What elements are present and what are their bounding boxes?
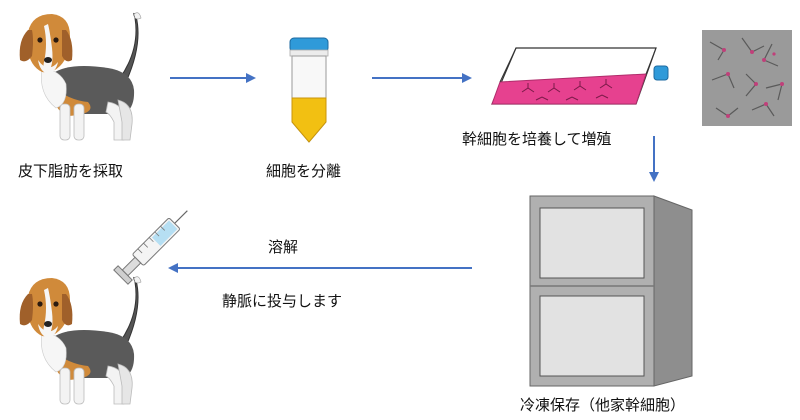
arrow-harvest-to-separate xyxy=(170,73,256,83)
dog-recipient-icon xyxy=(19,276,142,405)
syringe-icon xyxy=(113,210,188,285)
step-separate-label: 細胞を分離 xyxy=(266,162,342,180)
arrow-separate-to-culture xyxy=(372,73,472,83)
cell-micrograph-image xyxy=(702,30,792,126)
arrow-freeze-to-administer xyxy=(168,263,472,273)
step-thaw-label: 溶解 xyxy=(268,238,299,256)
centrifuge-tube-icon xyxy=(289,37,329,143)
step-freeze-label: 冷凍保存（他家幹細胞） xyxy=(520,396,686,414)
step-culture-label: 幹細胞を培養して増殖 xyxy=(462,130,612,148)
arrow-culture-to-freeze xyxy=(649,136,659,182)
dog-icon xyxy=(19,12,142,141)
step-harvest-label: 皮下脂肪を採取 xyxy=(18,162,124,180)
freezer-icon xyxy=(529,195,693,387)
step-administer-label: 静脈に投与します xyxy=(222,292,343,310)
culture-flask-icon xyxy=(491,47,669,105)
